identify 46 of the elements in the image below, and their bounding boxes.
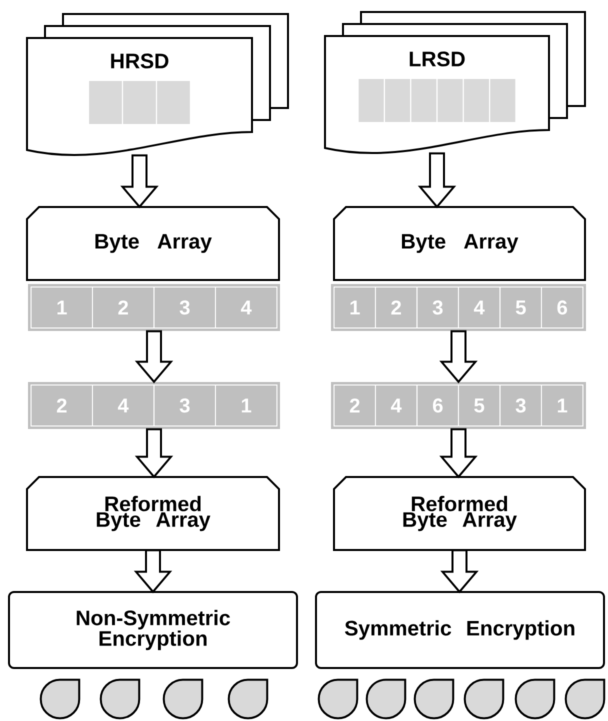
byte-cell: 3 bbox=[154, 384, 216, 426]
byte-cell: 3 bbox=[500, 384, 542, 426]
block-arrow bbox=[134, 428, 174, 478]
teardrop-shape bbox=[40, 678, 80, 720]
process-box: Byte Array bbox=[26, 206, 280, 281]
teardrop-shape bbox=[228, 678, 268, 720]
byte-cell: 6 bbox=[416, 384, 460, 426]
byte-cell: 1 bbox=[214, 384, 278, 426]
byte-cell: 1 bbox=[540, 384, 584, 426]
encryption-box: Non-Symmetric Encryption bbox=[8, 591, 298, 669]
byte-cell: 1 bbox=[30, 286, 94, 328]
teardrop-shape bbox=[564, 678, 606, 720]
byte-cell: 2 bbox=[92, 286, 154, 328]
byte-cell: 6 bbox=[540, 286, 584, 328]
byte-cell: 4 bbox=[458, 286, 500, 328]
process-box: Reformed Byte Array bbox=[333, 476, 586, 551]
teardrop-shape bbox=[100, 678, 140, 720]
block-arrow bbox=[439, 428, 478, 478]
teardrop-shape bbox=[318, 678, 358, 720]
process-box: Reformed Byte Array bbox=[26, 476, 280, 551]
byte-cell: 3 bbox=[416, 286, 460, 328]
byte-cell: 2 bbox=[30, 384, 94, 426]
byte-cell: 4 bbox=[214, 286, 278, 328]
byte-cell: 1 bbox=[334, 286, 376, 328]
teardrop-shape bbox=[464, 678, 504, 720]
byte-cell: 5 bbox=[500, 286, 542, 328]
block-arrow bbox=[440, 549, 479, 594]
block-arrow bbox=[439, 330, 478, 384]
document-stack: HRSD bbox=[26, 13, 289, 156]
byte-cell: 5 bbox=[458, 384, 500, 426]
teardrop-shape bbox=[514, 678, 556, 720]
byte-cell: 4 bbox=[92, 384, 154, 426]
teardrop-shape bbox=[414, 678, 454, 720]
byte-cell: 2 bbox=[334, 384, 376, 426]
teardrop-shape bbox=[162, 678, 204, 720]
byte-cell: 2 bbox=[374, 286, 418, 328]
block-arrow bbox=[134, 549, 172, 594]
document-stack: LRSD bbox=[324, 11, 586, 154]
block-arrow bbox=[418, 152, 456, 208]
block-arrow bbox=[134, 330, 174, 384]
block-arrow bbox=[120, 154, 159, 208]
byte-cell: 3 bbox=[154, 286, 216, 328]
encryption-box: Symmetric Encryption bbox=[315, 591, 605, 669]
byte-cell: 4 bbox=[374, 384, 418, 426]
process-box: Byte Array bbox=[333, 206, 586, 281]
teardrop-shape bbox=[366, 678, 406, 720]
